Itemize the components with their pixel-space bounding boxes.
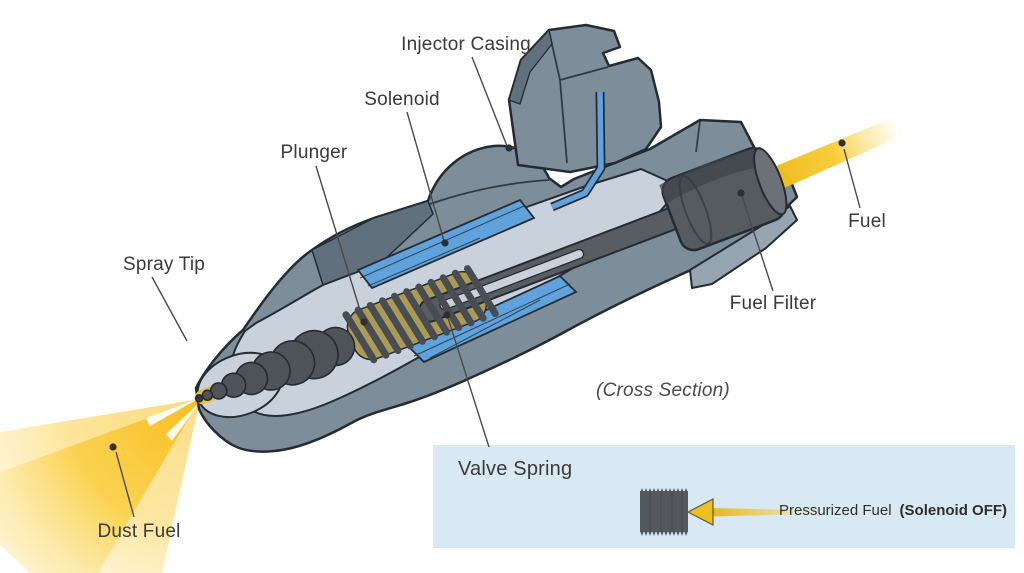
label-fuel: Fuel <box>848 211 886 232</box>
injector-casing-leader <box>471 56 508 147</box>
rear-step-line <box>695 120 701 153</box>
plunger-rod-slot <box>439 248 585 311</box>
label-fuel-filter: Fuel Filter <box>729 293 817 314</box>
label-dust-fuel: Dust Fuel <box>97 521 181 542</box>
fuel-dot <box>838 139 846 147</box>
electrical-connector <box>507 23 663 174</box>
label-plunger: Plunger <box>280 142 348 163</box>
valve-spring-coils <box>342 265 499 364</box>
spray-white-streak <box>166 402 200 441</box>
plunger-dot <box>360 318 368 326</box>
label-cross-section-note: (Cross Section) <box>596 380 730 401</box>
label-valve-spring: Valve Spring <box>458 458 573 480</box>
solenoid-wire <box>550 91 606 212</box>
spray-tip-leader <box>151 276 188 342</box>
fuel-filter-dot <box>737 189 745 197</box>
spray-tip-cones <box>194 326 356 403</box>
legend-solenoid-state-text: (Solenoid OFF) <box>899 502 1008 519</box>
label-solenoid: Solenoid <box>364 89 440 110</box>
dust-fuel-leader <box>115 451 135 518</box>
plunger-leader <box>315 165 364 321</box>
legend-pressure-arrow <box>686 498 822 526</box>
fuel-spray-fan <box>0 399 200 573</box>
legend-caption: Pressurized Fuel (Solenoid OFF) <box>779 502 1007 519</box>
label-injector-casing: Injector Casing <box>401 34 531 55</box>
dust-fuel-dot <box>109 443 117 451</box>
legend-valve-cylinder <box>640 488 688 536</box>
leader-lines <box>115 56 861 518</box>
fuel-filter-cylinder <box>659 146 788 252</box>
solenoid-leader <box>406 111 445 242</box>
valve-spring-leader <box>447 317 490 448</box>
dome-panel-line <box>429 179 550 205</box>
solenoid-dot <box>441 239 449 247</box>
legend-panel <box>433 445 1015 548</box>
fuel-filter-leader <box>741 195 774 292</box>
legend-pressurized-fuel-text: Pressurized Fuel <box>779 502 892 519</box>
spray-white-streak <box>146 399 198 426</box>
solenoid-coil-lower <box>406 274 578 364</box>
fuel-leader <box>843 148 861 209</box>
label-spray-tip: Spray Tip <box>122 254 206 275</box>
fuel-stream <box>762 116 903 195</box>
injector-casing-dot <box>505 144 513 152</box>
valve-spring-dot <box>443 311 451 319</box>
leader-dots <box>109 139 846 451</box>
axial-assembly <box>194 116 903 419</box>
